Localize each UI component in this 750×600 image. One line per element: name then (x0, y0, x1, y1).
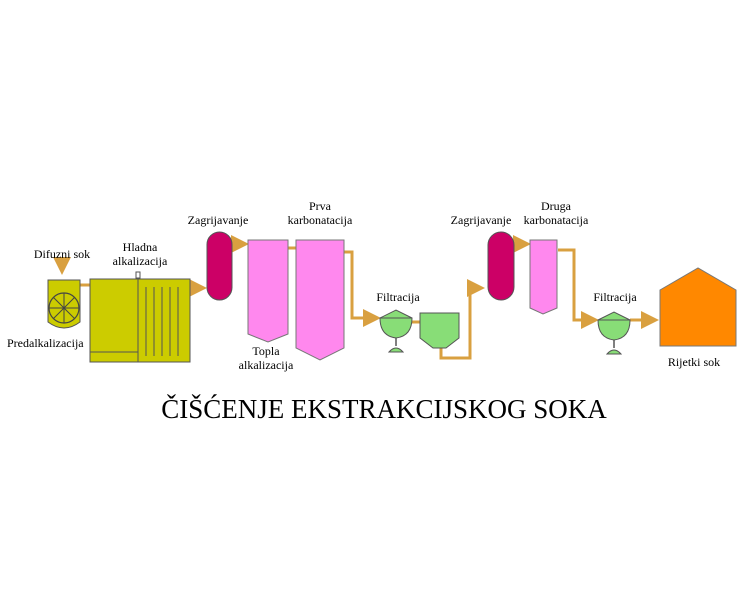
filtrate-vessel (419, 312, 460, 349)
label-prva-line1: Prva (309, 199, 332, 213)
pipe-prva-to-filter1 (344, 250, 381, 327)
topla-alkalizacija-vessel (247, 239, 289, 343)
filter-1 (379, 309, 413, 353)
label-druga-line2: karbonatacija (524, 213, 589, 227)
heater-2 (487, 231, 515, 301)
label-filtracija-2: Filtracija (593, 290, 637, 304)
pipe-vessel-to-heater2 (439, 279, 485, 360)
label-topla-line2: alkalizacija (239, 358, 294, 372)
druga-karbonatacija-vessel (529, 239, 558, 315)
pipes (53, 235, 659, 360)
label-prva-line2: karbonatacija (288, 213, 353, 227)
dosing-nozzle-icon (135, 271, 141, 279)
hladna-alkalizacija-tank (89, 271, 191, 363)
label-topla-line1: Topla (252, 344, 280, 358)
label-zagrijavanje-2: Zagrijavanje (451, 213, 512, 227)
rijetki-sok-tank (659, 267, 737, 347)
pipe-druga-to-filter2 (558, 248, 599, 329)
page-title: ČIŠĆENJE EKSTRAKCIJSKOG SOKA (161, 394, 607, 424)
label-druga-line1: Druga (541, 199, 572, 213)
label-predalkalizacija: Predalkalizacija (7, 336, 84, 350)
label-zagrijavanje-1: Zagrijavanje (188, 213, 249, 227)
label-filtracija-1: Filtracija (376, 290, 420, 304)
heater-1 (206, 231, 233, 301)
label-difuzni-sok: Difuzni sok (34, 247, 90, 261)
prva-karbonatacija-vessel (295, 239, 345, 361)
predalkalizacija-vessel (47, 279, 81, 329)
filter-2 (597, 311, 631, 355)
label-hladna-line1: Hladna (123, 240, 158, 254)
label-hladna-line2: alkalizacija (113, 254, 168, 268)
label-rijetki-sok: Rijetki sok (668, 355, 720, 369)
